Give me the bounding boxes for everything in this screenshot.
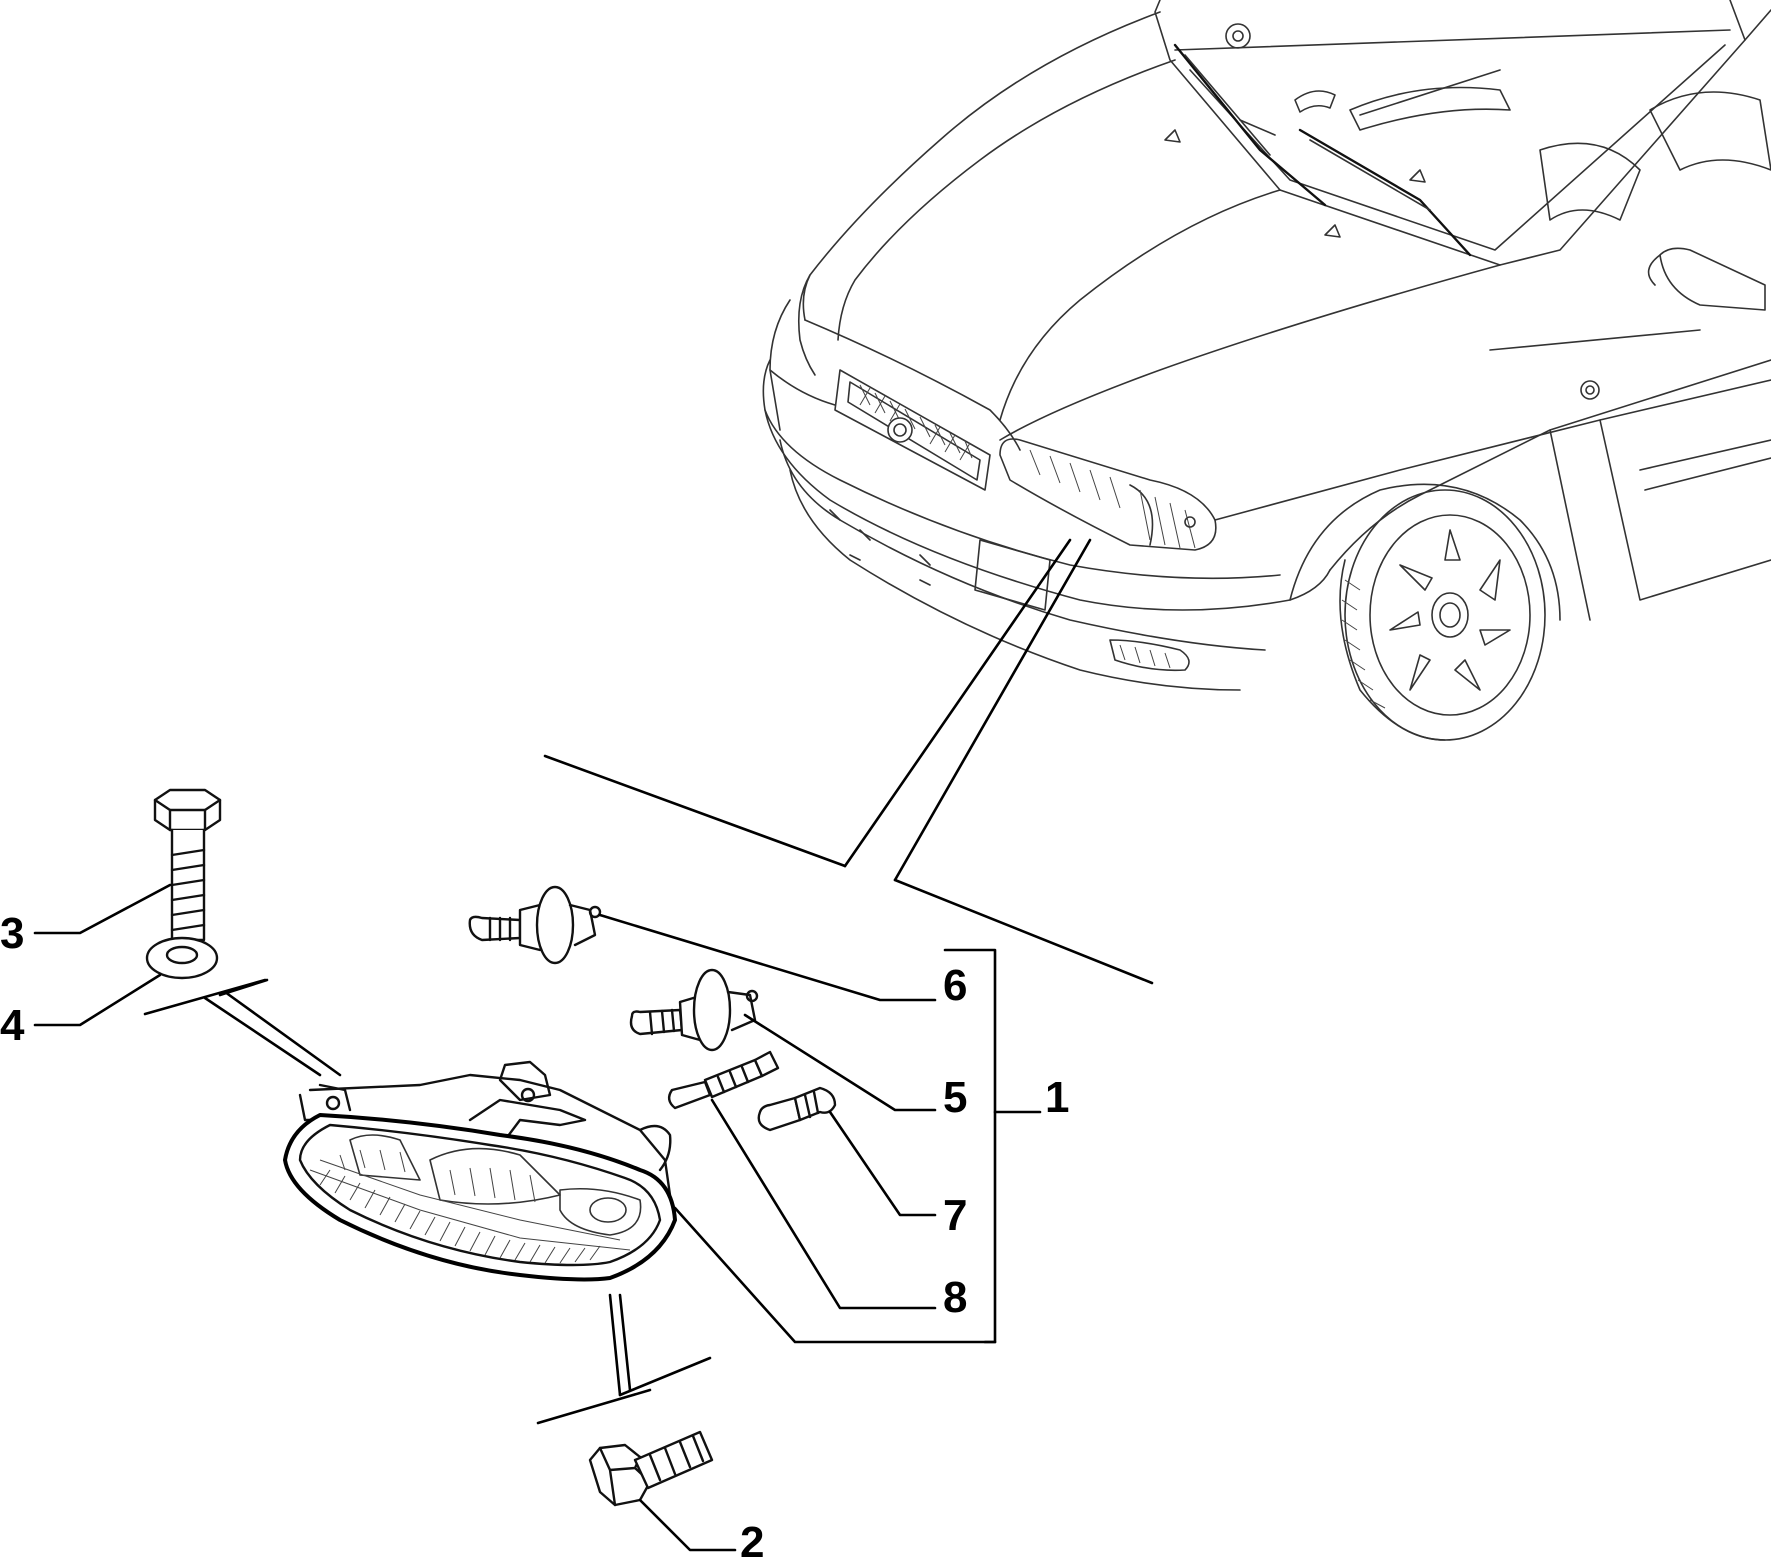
car-front-illustration: [762, 0, 1771, 741]
bulb-part-5: [629, 968, 759, 1052]
callout-2: 2: [740, 1518, 764, 1561]
bolt-part-2: [588, 1430, 714, 1507]
leader-lines: [33, 883, 1042, 1552]
callout-4: 4: [0, 1001, 25, 1050]
grille-mesh: [859, 384, 973, 461]
car-headlight: [999, 438, 1217, 551]
lens-hatch: [309, 1149, 631, 1264]
bulb-part-8: [667, 1050, 780, 1110]
callout-5: 5: [943, 1073, 967, 1122]
callout-7: 7: [943, 1191, 967, 1240]
reference-lines: [143, 538, 1154, 1425]
callout-8: 8: [943, 1273, 967, 1322]
headlight-assembly: [283, 1060, 677, 1282]
bulb-part-6: [468, 885, 602, 965]
bulb-part-7: [757, 1086, 837, 1132]
callout-3: 3: [0, 909, 24, 958]
front-wheel: [1339, 489, 1546, 741]
bolt-part-3: [153, 788, 222, 942]
callout-1: 1: [1045, 1073, 1069, 1122]
callout-6: 6: [943, 961, 967, 1010]
washer-part-4: [145, 936, 219, 980]
